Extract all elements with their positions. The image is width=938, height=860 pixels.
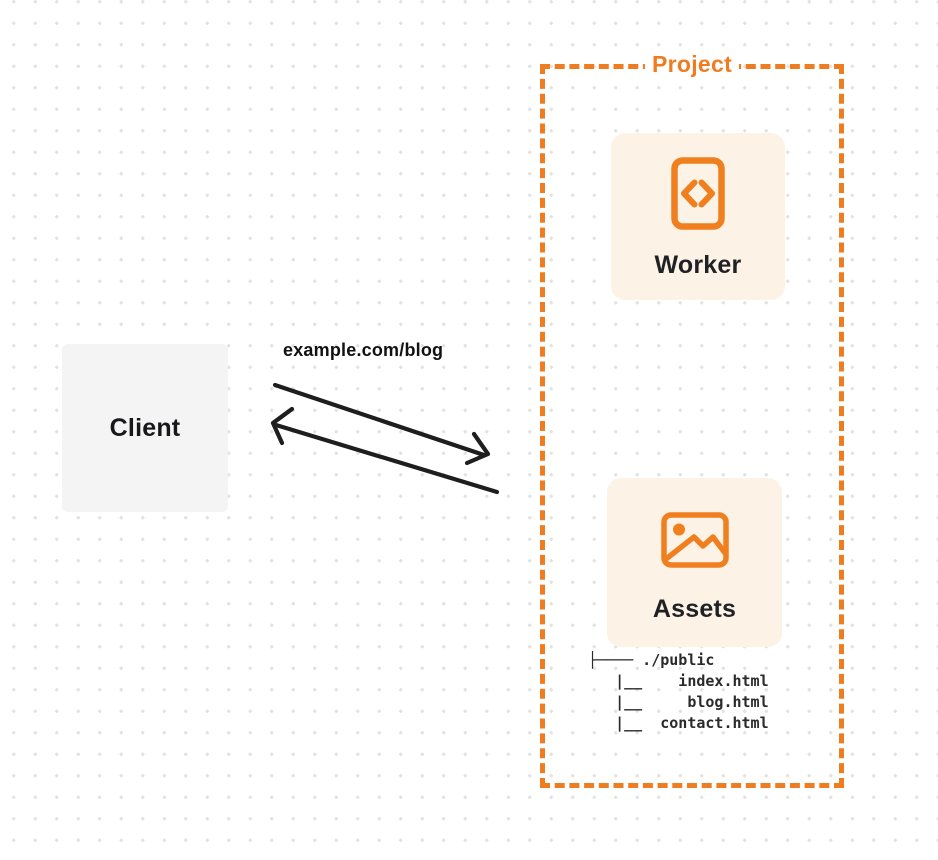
assets-label: Assets (652, 595, 737, 623)
client-label: Client (109, 413, 181, 442)
image-icon (660, 512, 729, 568)
code-file-icon (671, 157, 725, 230)
arrowhead-right-icon (464, 431, 491, 466)
project-container: Project Worker Assets (540, 50, 844, 788)
client-node: Client (62, 344, 228, 512)
project-label: Project (644, 50, 740, 78)
worker-label: Worker (654, 251, 742, 279)
worker-node: Worker (611, 133, 785, 300)
response-arrow (270, 406, 500, 495)
request-arrow (272, 382, 491, 466)
arrowhead-left-icon (270, 406, 295, 446)
request-url-label: example.com/blog (283, 340, 444, 360)
assets-file-tree: ├──── ./public |__ index.html |__ blog.h… (588, 651, 769, 732)
assets-node: Assets (607, 478, 782, 647)
